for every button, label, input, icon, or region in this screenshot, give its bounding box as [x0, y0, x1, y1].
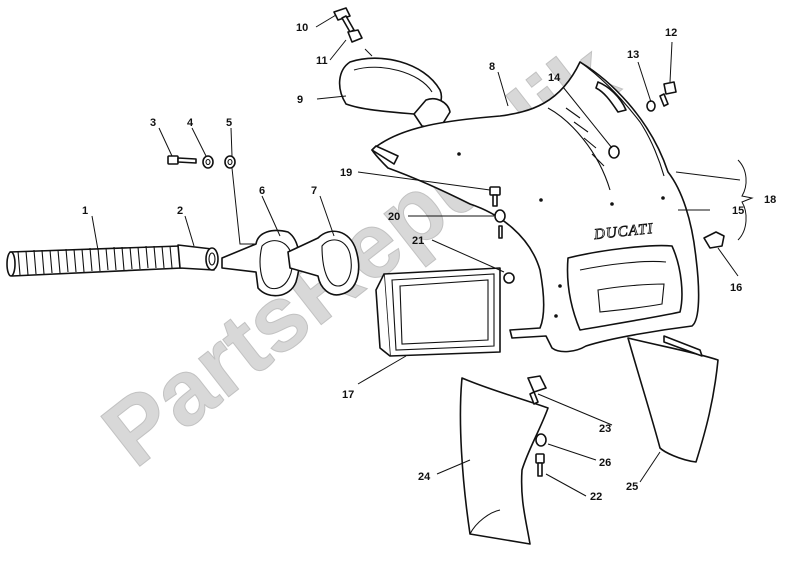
callout-20: 20 — [388, 211, 400, 223]
callout-11: 11 — [316, 55, 328, 67]
part-9-mirror[interactable] — [338, 57, 451, 129]
callout-14: 14 — [548, 72, 561, 84]
part-3-screw[interactable] — [167, 155, 197, 165]
callout-2: 2 — [177, 205, 183, 217]
part-5-washer[interactable] — [224, 155, 236, 169]
part-7-funnel-gasket[interactable] — [287, 230, 360, 296]
callout-labels: 1 2 3 4 5 6 7 8 9 10 11 12 13 14 15 16 1… — [82, 22, 776, 503]
callout-22: 22 — [590, 491, 602, 503]
callout-13: 13 — [627, 49, 639, 61]
part-4-washer[interactable] — [202, 155, 214, 169]
callout-21: 21 — [412, 235, 424, 247]
callout-18: 18 — [764, 194, 776, 206]
part-19-screw[interactable] — [489, 186, 501, 207]
part-2-hose-connector[interactable] — [177, 244, 219, 271]
callout-10: 10 — [296, 22, 308, 34]
callout-25: 25 — [626, 481, 638, 493]
part-20-washer[interactable] — [494, 209, 506, 239]
callout-8: 8 — [489, 61, 495, 73]
callout-23: 23 — [599, 423, 611, 435]
part-16-bolt[interactable] — [703, 231, 725, 249]
part-21-grommet[interactable] — [503, 272, 515, 284]
part-13-washer[interactable] — [646, 100, 656, 112]
part-14-grommet[interactable] — [608, 145, 620, 159]
callout-5: 5 — [226, 117, 232, 129]
callout-4: 4 — [187, 117, 194, 129]
callout-19: 19 — [340, 167, 352, 179]
fairing-brand-logo: DUCATI — [592, 221, 654, 243]
part-10-screw[interactable] — [333, 7, 355, 33]
part-25-right-lower-panel[interactable] — [627, 335, 719, 463]
callout-16: 16 — [730, 282, 742, 294]
part-24-left-lower-panel[interactable] — [459, 377, 549, 545]
leader-lines — [91, 14, 754, 497]
part-12-screw[interactable] — [659, 81, 677, 107]
callout-1: 1 — [82, 205, 88, 217]
part-23-nut[interactable] — [527, 375, 547, 405]
callout-15: 15 — [732, 205, 744, 217]
part-6-intake-funnel[interactable] — [221, 229, 301, 297]
callout-12: 12 — [665, 27, 677, 39]
part-22-screw[interactable] — [535, 453, 545, 477]
callout-17: 17 — [342, 389, 354, 401]
part-1-intake-hose[interactable] — [6, 245, 183, 277]
part-11-nut[interactable] — [347, 29, 363, 43]
callout-3: 3 — [150, 117, 156, 129]
callout-9: 9 — [297, 94, 303, 106]
callout-26: 26 — [599, 457, 611, 469]
part-17-air-duct[interactable] — [375, 267, 501, 357]
part-26-washer[interactable] — [535, 433, 547, 447]
callout-6: 6 — [259, 185, 265, 197]
part-8-front-fairing[interactable]: DUCATI — [371, 61, 700, 353]
callout-24: 24 — [418, 471, 431, 483]
callout-7: 7 — [311, 185, 317, 197]
